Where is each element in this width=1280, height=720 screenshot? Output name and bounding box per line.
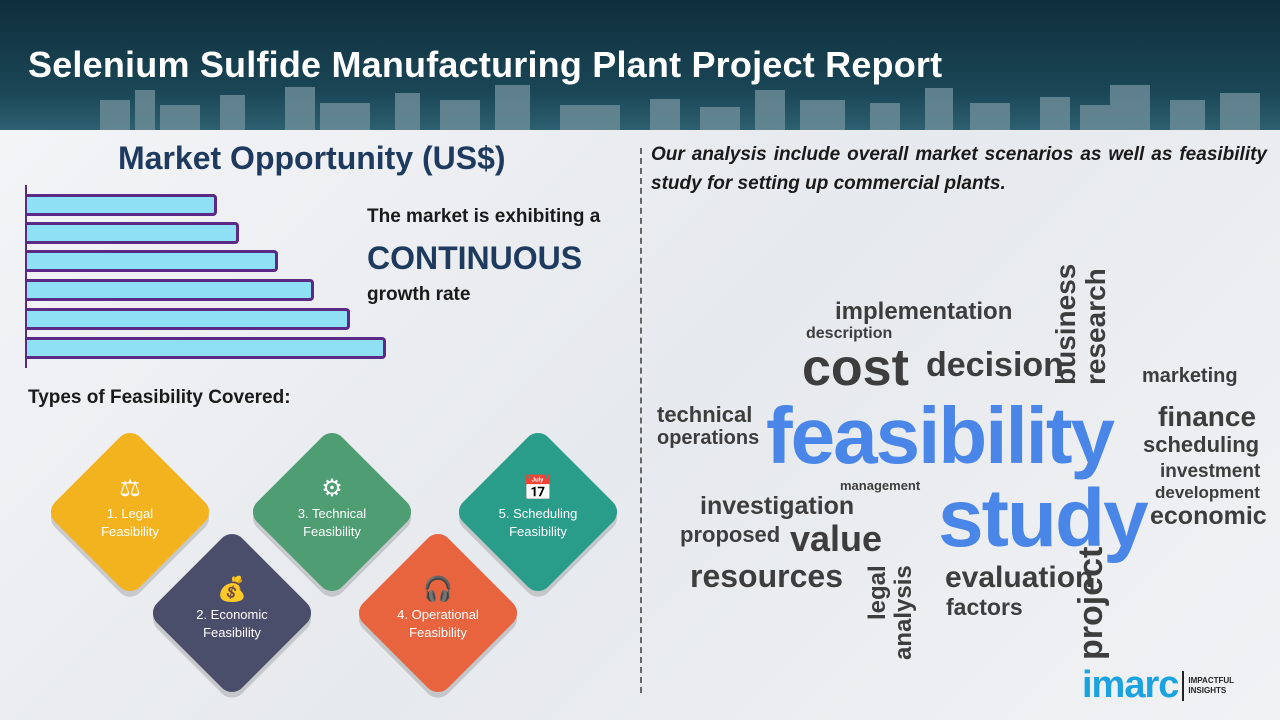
market-bar	[27, 308, 351, 330]
bar-chart-axis	[25, 185, 27, 368]
analysis-intro: Our analysis include overall market scen…	[651, 144, 1267, 194]
page-title: Selenium Sulfide Manufacturing Plant Pro…	[28, 44, 943, 85]
feasibility-label: Feasibility	[101, 524, 159, 539]
city-skyline	[100, 85, 1260, 130]
market-text-line1: The market is exhibiting a	[367, 206, 601, 227]
word-cloud-word: description	[806, 325, 893, 342]
feasibility-label: Feasibility	[203, 625, 261, 640]
money-bag-icon: 💰	[217, 576, 247, 603]
word-cloud-word: technical	[657, 402, 753, 427]
feasibility-number-label: 5. Scheduling	[498, 506, 578, 521]
gavel-icon: ⚖	[119, 475, 141, 502]
word-cloud-word: business	[1050, 263, 1081, 385]
word-cloud-word: legal	[864, 565, 891, 620]
word-cloud-word: proposed	[680, 522, 781, 547]
word-cloud-word: cost	[802, 339, 909, 397]
divider	[640, 148, 642, 693]
market-bar	[27, 222, 239, 244]
market-bar	[27, 279, 315, 301]
logo-name: imarc	[1082, 664, 1179, 706]
market-bar	[27, 250, 279, 272]
logo-tag2: INSIGHTS	[1188, 685, 1227, 695]
word-cloud-word: scheduling	[1143, 432, 1260, 457]
word-cloud-word: implementation	[835, 298, 1013, 325]
feasibility-label: Feasibility	[509, 524, 567, 539]
word-cloud-word: management	[840, 478, 921, 493]
feasibility-number-label: 1. Legal	[106, 506, 154, 521]
word-cloud-word: project	[1072, 546, 1110, 660]
logo-separator	[1182, 670, 1185, 701]
market-bar	[27, 194, 218, 216]
word-cloud-word: decision	[926, 346, 1064, 384]
word-cloud-word: value	[790, 518, 883, 559]
word-cloud-word: investigation	[700, 492, 855, 520]
word-cloud-word: resources	[690, 558, 843, 594]
word-cloud-word: evaluation	[945, 561, 1094, 594]
market-opportunity-title: Market Opportunity (US$)	[118, 140, 506, 176]
feasibility-number-label: 3. Technical	[297, 506, 367, 521]
word-cloud-word: investment	[1160, 461, 1261, 482]
word-cloud-word: economic	[1150, 502, 1267, 530]
gears-icon: ⚙	[321, 475, 343, 502]
feasibility-types-title: Types of Feasibility Covered:	[28, 387, 291, 408]
feasibility-number-label: 2. Economic	[196, 607, 268, 622]
feasibility-label: Feasibility	[303, 524, 361, 539]
word-cloud-word: feasibility	[766, 391, 1115, 480]
word-cloud-word: finance	[1158, 401, 1257, 432]
word-cloud-word: research	[1080, 268, 1111, 385]
logo-tag1: IMPACTFUL	[1188, 675, 1235, 685]
feasibility-label: Feasibility	[409, 625, 467, 640]
calendar-icon: 📅	[523, 475, 553, 502]
word-cloud-word: operations	[657, 427, 760, 449]
headset-user-icon: 🎧	[423, 576, 453, 603]
market-text-line3: growth rate	[367, 284, 471, 305]
market-text-highlight: CONTINUOUS	[367, 240, 583, 276]
market-bar	[27, 337, 386, 359]
word-cloud-word: marketing	[1142, 365, 1238, 387]
word-cloud-word: development	[1155, 483, 1260, 502]
header-banner: Selenium Sulfide Manufacturing Plant Pro…	[0, 0, 1280, 130]
word-cloud-word: factors	[946, 594, 1023, 620]
feasibility-number-label: 4. Operational	[397, 607, 479, 622]
word-cloud-word: study	[938, 473, 1149, 564]
word-cloud-word: analysis	[890, 565, 917, 660]
